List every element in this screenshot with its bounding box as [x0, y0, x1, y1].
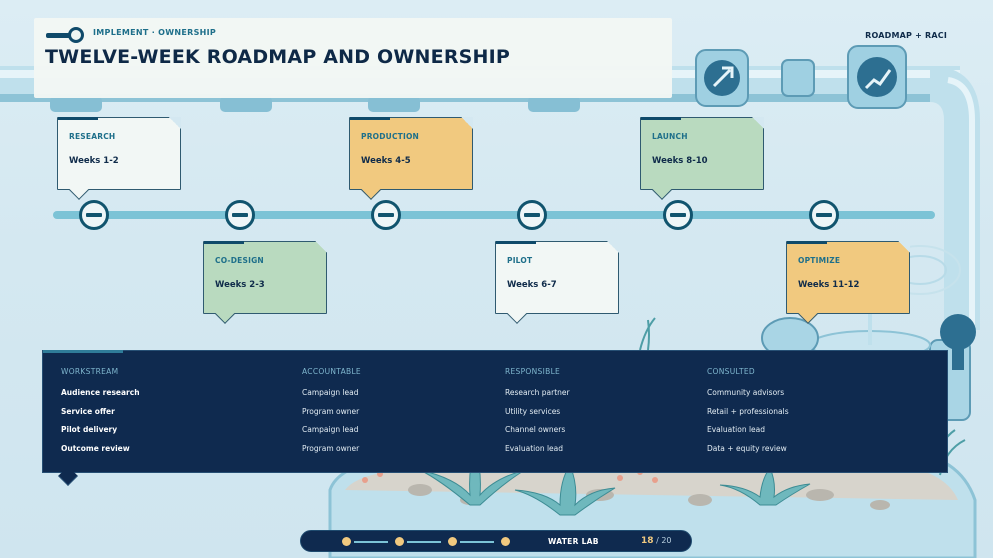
phase-card-co-design: CO-DESIGN Weeks 2-3 [203, 241, 327, 324]
raci-cell: Program owner [302, 443, 360, 453]
raci-cell: Retail + professionals [707, 406, 789, 416]
phase-weeks: Weeks 2-3 [215, 280, 265, 290]
raci-table: WORKSTREAM Audience research Service off… [42, 350, 948, 486]
brand-label: WATER LAB [548, 537, 599, 546]
page-indicator: 18 / 20 [641, 536, 672, 546]
phase-card-research: RESEARCH Weeks 1-2 [57, 117, 181, 200]
raci-cell: Evaluation lead [505, 443, 564, 453]
phase-card-launch: LAUNCH Weeks 8-10 [640, 117, 764, 200]
phase-card-optimize: OPTIMIZE Weeks 11-12 [786, 241, 910, 324]
raci-header: RESPONSIBLE [505, 367, 561, 376]
raci-cell: Campaign lead [302, 425, 359, 434]
phase-weeks: Weeks 6-7 [507, 280, 557, 290]
raci-cell: Community advisors [707, 388, 785, 397]
raci-cell: Outcome review [61, 443, 130, 453]
phase-weeks: Weeks 8-10 [652, 156, 708, 166]
phase-name: PRODUCTION [361, 132, 420, 141]
raci-column-accountable: ACCOUNTABLE Campaign lead Program owner … [302, 367, 361, 462]
phase-name: OPTIMIZE [798, 256, 841, 265]
timeline-node-launch [663, 200, 693, 230]
chart-icon [847, 45, 907, 109]
section-kicker: IMPLEMENT · OWNERSHIP [93, 28, 217, 37]
raci-cell: Program owner [302, 406, 360, 416]
raci-cell: Audience research [61, 388, 140, 397]
raci-column-responsible: RESPONSIBLE Research partner Utility ser… [505, 367, 570, 462]
raci-cell: Evaluation lead [707, 425, 766, 434]
phase-name: LAUNCH [652, 132, 688, 141]
timeline-node-production [371, 200, 401, 230]
page-separator: / [656, 536, 659, 545]
progress-dot[interactable] [501, 537, 510, 546]
phase-card-production: PRODUCTION Weeks 4-5 [349, 117, 473, 200]
progress-dot[interactable] [448, 537, 457, 546]
raci-cell: Data + equity review [707, 443, 787, 453]
page-current: 18 [641, 536, 654, 546]
page-total: 20 [661, 536, 672, 545]
title-card: IMPLEMENT · OWNERSHIP TWELVE-WEEK ROADMA… [34, 18, 672, 98]
progress-dot[interactable] [342, 537, 351, 546]
kicker-ring-icon [68, 27, 84, 43]
phase-name: CO-DESIGN [215, 256, 264, 265]
rocket-icon [695, 49, 749, 107]
phase-name: PILOT [507, 256, 533, 265]
section-tag: ROADMAP + RACI [865, 31, 947, 40]
progress-connector [407, 541, 441, 543]
phase-card-pilot: PILOT Weeks 6-7 [495, 241, 619, 324]
phase-name: RESEARCH [69, 132, 116, 141]
raci-header: WORKSTREAM [61, 367, 119, 376]
raci-cell: Campaign lead [302, 388, 359, 397]
page-title: TWELVE-WEEK ROADMAP AND OWNERSHIP [45, 46, 511, 68]
raci-cell: Channel owners [505, 425, 566, 434]
timeline-node-co-design [225, 200, 255, 230]
timeline-track [53, 211, 935, 219]
raci-column-consulted: CONSULTED Community advisors Retail + pr… [707, 367, 789, 462]
phase-weeks: Weeks 4-5 [361, 156, 411, 166]
progress-connector [354, 541, 388, 543]
raci-column-workstream: WORKSTREAM Audience research Service off… [61, 367, 140, 462]
raci-cell: Pilot delivery [61, 425, 118, 434]
raci-header: CONSULTED [707, 367, 755, 376]
phase-weeks: Weeks 11-12 [798, 280, 860, 290]
progress-dot[interactable] [395, 537, 404, 546]
raci-cell: Utility services [505, 406, 561, 416]
timeline-node-optimize [809, 200, 839, 230]
timeline-node-research [79, 200, 109, 230]
kicker-bar-decoration [46, 33, 72, 38]
raci-cell: Research partner [505, 388, 570, 397]
progress-connector [460, 541, 494, 543]
phase-weeks: Weeks 1-2 [69, 156, 119, 166]
footer-nav: WATER LAB 18 / 20 [300, 530, 692, 552]
timeline-node-pilot [517, 200, 547, 230]
raci-header: ACCOUNTABLE [302, 367, 361, 376]
raci-cell: Service offer [61, 406, 115, 416]
